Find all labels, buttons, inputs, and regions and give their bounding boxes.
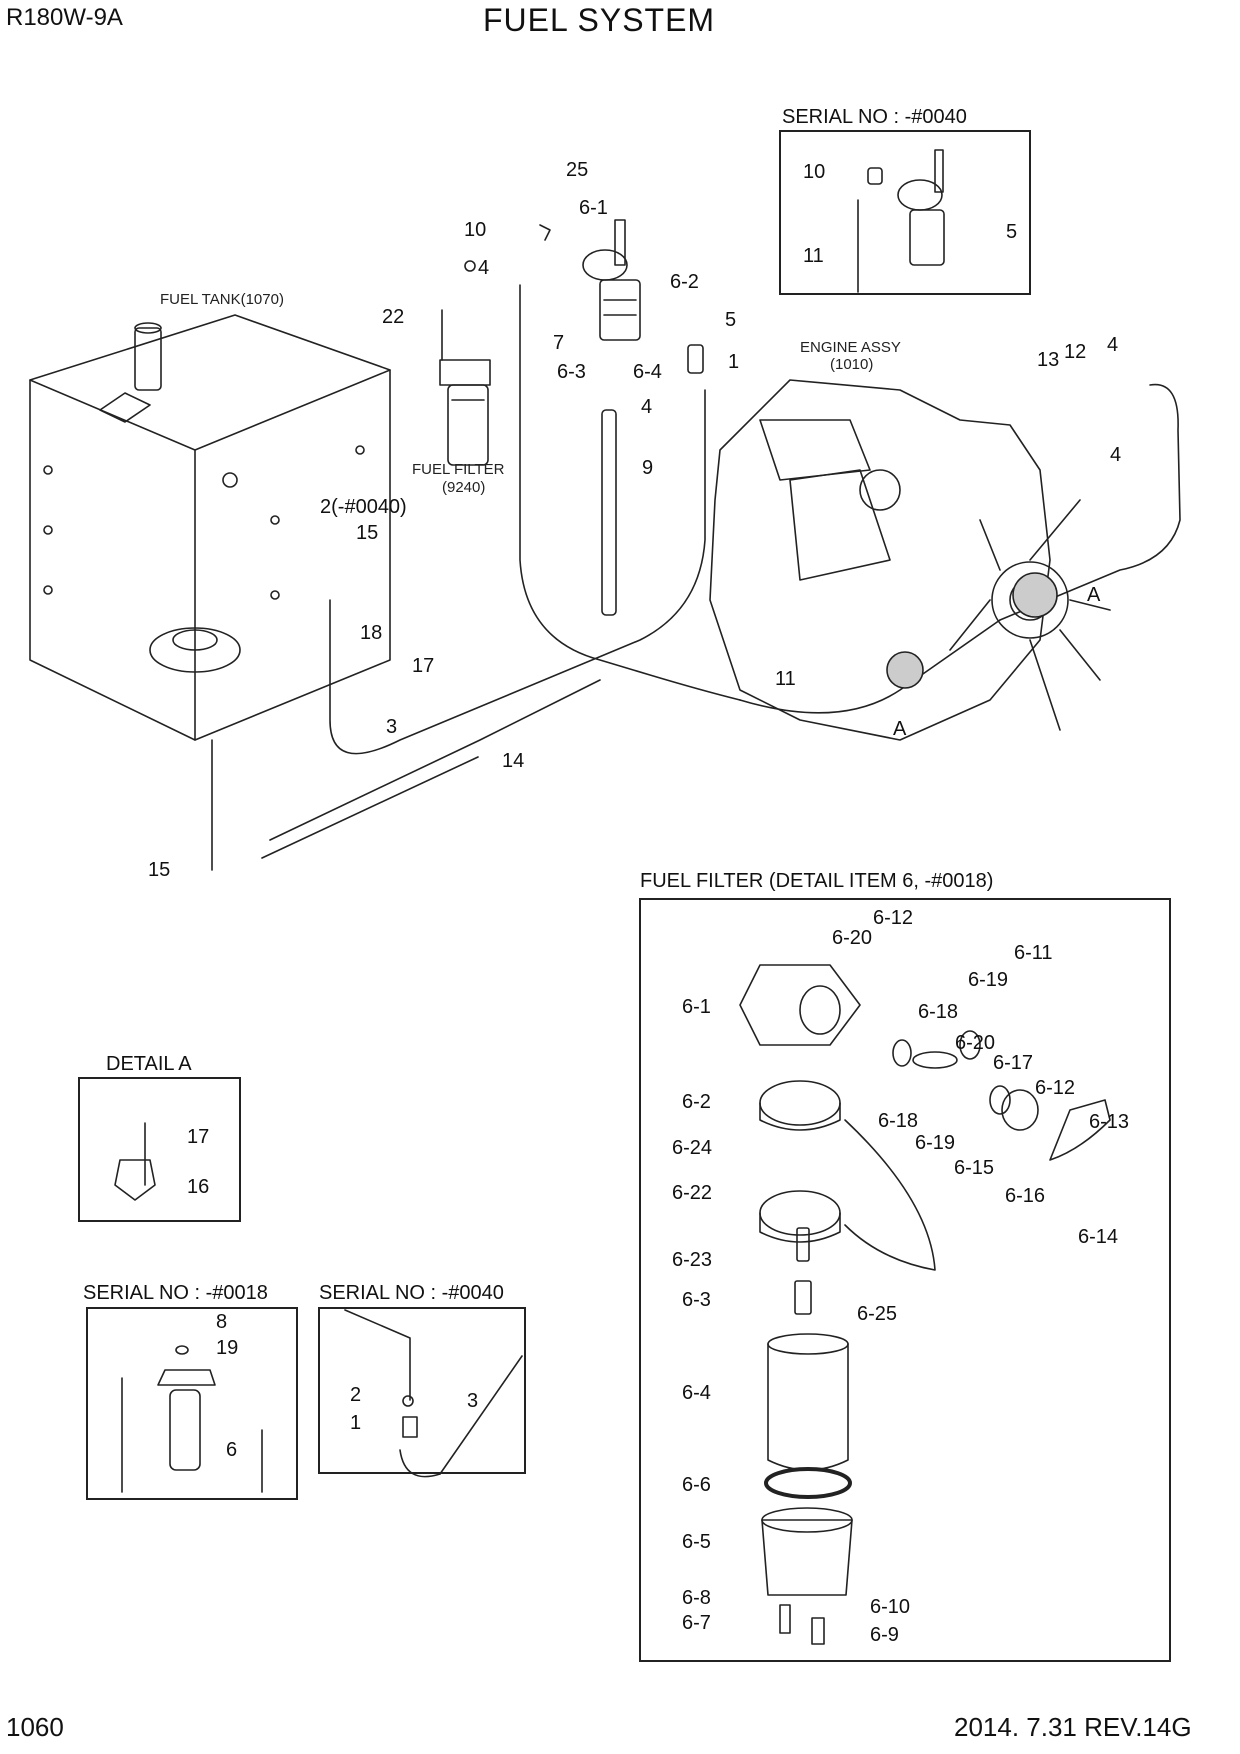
callout-main: 4 bbox=[1110, 444, 1122, 466]
callout-main: 11 bbox=[775, 668, 796, 690]
callout-detail-filter: 6-5 bbox=[682, 1531, 711, 1553]
model-number: R180W-9A bbox=[6, 4, 123, 31]
serial-top-drawing bbox=[857, 149, 945, 293]
callout-detail-filter: 6-10 bbox=[870, 1596, 911, 1618]
callout-detail-filter: 6-11 bbox=[1014, 942, 1053, 964]
callout-detail-filter: 6-18 bbox=[878, 1110, 919, 1132]
callout-detail-filter: 6-12 bbox=[1035, 1077, 1076, 1099]
engine-assembly-drawing bbox=[709, 379, 1111, 741]
callout-detail-filter: 6-15 bbox=[954, 1157, 995, 1179]
callout-serial-0018: 8 bbox=[216, 1311, 228, 1333]
callout-main: 18 bbox=[360, 622, 383, 644]
callout-detail-filter: 6-24 bbox=[672, 1137, 713, 1159]
callout-detail-filter: 6-8 bbox=[682, 1587, 711, 1609]
callout-main: 6-3 bbox=[557, 361, 586, 383]
callout-detail-filter: 6-12 bbox=[873, 907, 914, 929]
callout-serial-0040: 1 bbox=[350, 1412, 362, 1434]
callout-detail-a: 17 bbox=[187, 1126, 210, 1148]
callout-main: 15 bbox=[148, 859, 171, 881]
callout-detail-filter: 6-4 bbox=[682, 1382, 711, 1404]
callout-detail-filter: 6-6 bbox=[682, 1474, 711, 1496]
callout-main: 6-1 bbox=[579, 197, 608, 219]
callout-main: 6-2 bbox=[670, 271, 699, 293]
page-title: FUEL SYSTEM bbox=[483, 2, 716, 38]
callout-serial-0018: 6 bbox=[226, 1439, 238, 1461]
callout-detail-filter: 6-14 bbox=[1078, 1226, 1119, 1248]
callout-main: A bbox=[1087, 584, 1101, 606]
page-number: 1060 bbox=[6, 1712, 64, 1742]
callout-main: A bbox=[893, 718, 907, 740]
callout-main: 9 bbox=[642, 457, 654, 479]
filter-assembly-drawing bbox=[464, 219, 704, 374]
callout-main: 6-4 bbox=[633, 361, 662, 383]
callout-main: 12 bbox=[1064, 341, 1087, 363]
detail-a-caption: DETAIL A bbox=[106, 1053, 192, 1075]
callout-main: 10 bbox=[464, 219, 487, 241]
callout-main: 3 bbox=[386, 716, 398, 738]
callout-detail-filter: 6-2 bbox=[682, 1091, 711, 1113]
callout-detail-filter: 6-13 bbox=[1089, 1111, 1130, 1133]
serial-0018-box bbox=[86, 1307, 298, 1500]
serial-top-caption: SERIAL NO : -#0040 bbox=[782, 106, 967, 128]
callout-detail-filter: 6-7 bbox=[682, 1612, 711, 1634]
callout-detail-filter: 6-22 bbox=[672, 1182, 713, 1204]
callout-main: 15 bbox=[356, 522, 379, 544]
callout-main: 7 bbox=[553, 332, 565, 354]
callout-detail-filter: 6-19 bbox=[915, 1132, 956, 1154]
serial-0018-drawing bbox=[121, 1345, 263, 1493]
fuel-tank-drawing bbox=[29, 314, 391, 871]
callout-main: 17 bbox=[412, 655, 435, 677]
callout-main: 1 bbox=[728, 351, 740, 373]
serial-top-box bbox=[779, 130, 1031, 295]
callout-detail-filter: 6-9 bbox=[870, 1624, 899, 1646]
callout-detail-filter: 6-19 bbox=[968, 969, 1009, 991]
callout-detail-filter: 6-25 bbox=[857, 1303, 898, 1325]
callout-serial-0040: 3 bbox=[467, 1390, 479, 1412]
serial-0040-caption: SERIAL NO : -#0040 bbox=[319, 1282, 504, 1304]
serial-0018-caption: SERIAL NO : -#0018 bbox=[83, 1282, 268, 1304]
detail-filter-caption: FUEL FILTER (DETAIL ITEM 6, -#0018) bbox=[640, 870, 994, 892]
callout-main: 4 bbox=[641, 396, 653, 418]
callout-main: 13 bbox=[1037, 349, 1060, 371]
fuel-lines-drawing bbox=[261, 284, 1181, 859]
callout-main: 25 bbox=[566, 159, 589, 181]
fuel-filter-9240-drawing bbox=[439, 309, 491, 466]
callout-detail-filter: 6-16 bbox=[1005, 1185, 1046, 1207]
callout-detail-filter: 6-17 bbox=[993, 1052, 1034, 1074]
engine-assy-part-number: (1010) bbox=[830, 356, 874, 373]
callout-detail-filter: 6-20 bbox=[832, 927, 873, 949]
detail-a-box bbox=[78, 1077, 241, 1222]
fuel-filter-caption: FUEL FILTER bbox=[412, 461, 505, 478]
detail-filter-box bbox=[639, 898, 1171, 1662]
callout-main: 4 bbox=[478, 257, 490, 279]
callout-main: 22 bbox=[382, 306, 405, 328]
callout-main: 2(-#0040) bbox=[320, 496, 407, 518]
fuel-filter-part-number: (9240) bbox=[442, 479, 486, 496]
callout-serial-top: 5 bbox=[1006, 221, 1018, 243]
callout-detail-a: 16 bbox=[187, 1176, 210, 1198]
callout-main: 5 bbox=[725, 309, 737, 331]
revision-date: 2014. 7.31 REV.14G bbox=[954, 1712, 1192, 1742]
callout-main: 14 bbox=[502, 750, 525, 772]
engine-assy-caption: ENGINE ASSY bbox=[800, 339, 901, 356]
callout-serial-0018: 19 bbox=[216, 1337, 239, 1359]
callout-detail-filter: 6-3 bbox=[682, 1289, 711, 1311]
serial-0040-box bbox=[318, 1307, 526, 1474]
fuel-tank-caption: FUEL TANK(1070) bbox=[160, 291, 284, 308]
callout-serial-0040: 2 bbox=[350, 1384, 362, 1406]
callout-serial-top: 11 bbox=[803, 245, 824, 267]
callout-main: 4 bbox=[1107, 334, 1119, 356]
callout-detail-filter: 6-20 bbox=[955, 1032, 996, 1054]
callout-detail-filter: 6-18 bbox=[918, 1001, 959, 1023]
detail-a-drawing bbox=[114, 1122, 156, 1201]
callout-detail-filter: 6-1 bbox=[682, 996, 711, 1018]
callout-serial-top: 10 bbox=[803, 161, 826, 183]
callout-detail-filter: 6-23 bbox=[672, 1249, 713, 1271]
detail-filter-drawing bbox=[739, 964, 1111, 1645]
